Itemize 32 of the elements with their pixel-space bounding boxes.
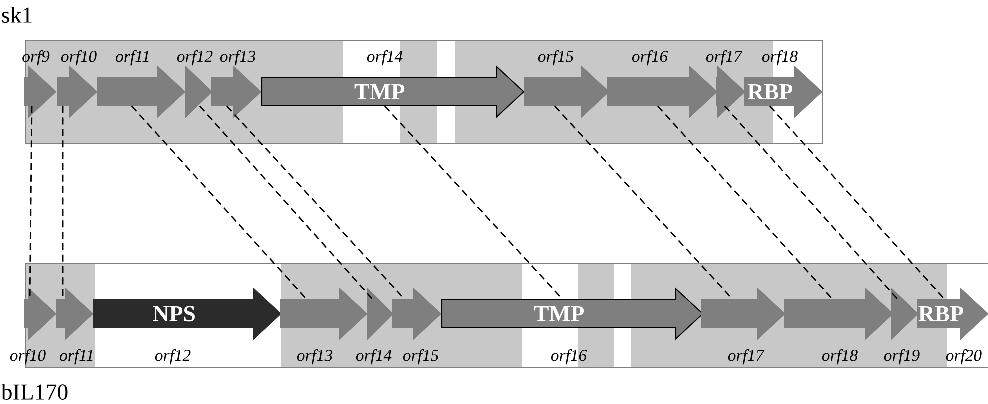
gene-label: orf19 — [884, 349, 920, 365]
gene-label: orf14 — [356, 349, 392, 365]
gene: TMP — [261, 66, 525, 118]
gene: RBP — [744, 66, 823, 118]
dashed-connector — [724, 106, 899, 300]
gene-label: orf10 — [61, 50, 97, 66]
gene-label: orf12 — [155, 349, 191, 365]
genome-name: sk1 — [2, 6, 32, 24]
gene-label: orf16 — [632, 50, 668, 66]
gene: NPS — [93, 288, 282, 340]
dashed-connector — [657, 106, 834, 300]
gene-label: orf18 — [822, 349, 858, 365]
dashed-connector — [199, 106, 374, 300]
gene-label: orf18 — [762, 50, 798, 66]
dashed-connector — [769, 106, 946, 300]
gene-label: orf13 — [297, 349, 333, 365]
gene-label: orf17 — [706, 50, 743, 66]
gene-label: orf11 — [116, 50, 149, 66]
genome-name: bIL170 — [1, 384, 68, 400]
gene-label: orf16 — [551, 349, 587, 365]
gene-label: orf20 — [946, 349, 982, 365]
gene-label: orf12 — [177, 50, 213, 66]
dashed-connector — [132, 106, 308, 300]
gene-label: orf17 — [728, 349, 765, 365]
gene-label: orf11 — [60, 349, 93, 365]
gene-label: orf13 — [220, 50, 256, 66]
gene-label: orf10 — [10, 349, 46, 365]
gene-label: orf15 — [403, 349, 439, 365]
gene-label: orf14 — [367, 50, 403, 66]
gene-label: orf15 — [538, 50, 574, 66]
gene: TMP — [441, 288, 704, 340]
gene-label: orf9 — [22, 50, 50, 66]
